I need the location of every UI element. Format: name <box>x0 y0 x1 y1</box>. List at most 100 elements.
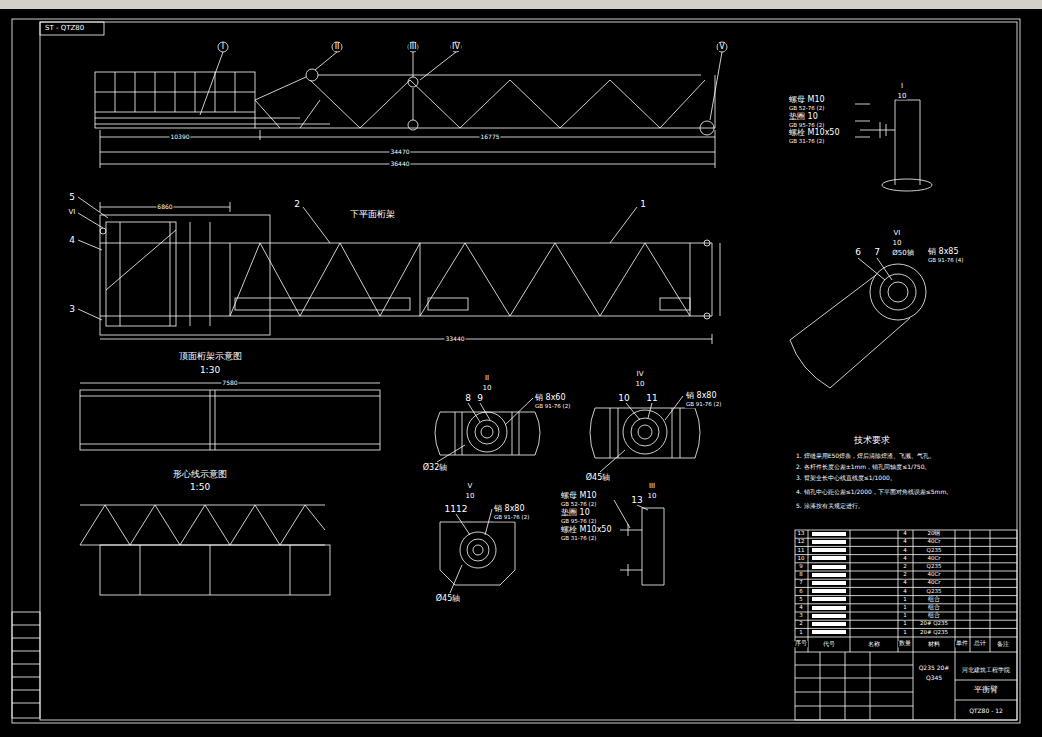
drawing-label: 1 <box>902 597 908 603</box>
drawing-label: 数量 <box>898 641 912 647</box>
drawing-label: 销 8x80 <box>685 392 718 400</box>
drawing-label: 2 <box>902 572 908 578</box>
drawing-label: 11 <box>645 394 658 403</box>
drawing-label: 螺母 M10 <box>788 96 826 104</box>
drawing-label: 螺栓 M10x50 <box>788 129 841 137</box>
drawing-label: GB 31-76 (2) <box>788 139 825 145</box>
drawing-label: 1 <box>902 605 908 611</box>
drawing-label: ST - QTZ80 <box>44 25 85 32</box>
drawing-label: 总计 <box>973 641 987 647</box>
drawing-label: 1 <box>639 200 647 209</box>
drawing-label: 4 <box>902 548 908 554</box>
drawing-label: V <box>718 43 725 51</box>
drawing-label: 代号 <box>822 641 836 647</box>
drawing-label: 平衡臂 <box>973 686 999 694</box>
drawing-label: 名称 <box>867 641 881 647</box>
drawing-label: 20# Q235 <box>919 622 949 628</box>
drawing-label: 顶面桁架示意图 <box>178 352 243 361</box>
drawing-label: 10390 <box>169 134 190 140</box>
drawing-label: II <box>334 43 341 51</box>
drawing-label: 13 <box>797 531 806 537</box>
drawing-label: I <box>900 83 904 90</box>
drawing-label: 3 <box>798 613 804 619</box>
drawing-label: 4 <box>68 236 76 245</box>
drawing-label: 1 <box>902 630 908 636</box>
drawing-label: 16775 <box>479 134 500 140</box>
drawing-label: 20钢 <box>927 531 942 537</box>
drawing-label: 9 <box>798 564 804 570</box>
drawing-label: Q235 20# <box>918 665 951 671</box>
drawing-label: 单件 <box>955 641 969 647</box>
drawing-label: GB 91-76 (2) <box>685 402 722 408</box>
drawing-label: 33440 <box>444 336 465 342</box>
drawing-label: 2 <box>293 200 301 209</box>
drawing-label: 3 <box>68 305 76 314</box>
drawing-label: 5. 涂漆按有关规定进行。 <box>795 503 1015 509</box>
drawing-label: 垫圈 10 <box>788 113 819 121</box>
drawing-label: 3. 臂架全长中心线直线度≤1/1000。 <box>795 475 1015 481</box>
drawing-label: 1. 焊缝采用E50焊条，焊后清除焊渣、飞溅、气孔。 <box>795 453 1015 459</box>
drawing-label: 1 <box>902 613 908 619</box>
drawing-label: Q235 <box>926 564 943 570</box>
drawing-label: 4. 销孔中心距公差≤1/2000，下平面对角线误差≤5mm。 <box>795 489 1015 495</box>
drawing-label: 10 <box>897 93 908 100</box>
drawing-label: 40Cr <box>926 556 941 562</box>
drawing-label: 34470 <box>389 149 410 155</box>
drawing-label: 40Cr <box>926 572 941 578</box>
drawing-label: Q345 <box>925 675 943 681</box>
drawing-label: 4 <box>902 540 908 546</box>
drawing-label: GB 95-76 (2) <box>788 123 825 129</box>
drawing-label: 备注 <box>996 641 1010 647</box>
drawing-label: 1:30 <box>199 366 221 375</box>
drawing-label: 6 <box>798 589 804 595</box>
drawing-label: IV <box>451 43 461 51</box>
drawing-label: Ø45轴 <box>435 595 461 603</box>
drawing-label: 10 <box>892 240 903 247</box>
drawing-label: 1:50 <box>189 483 211 492</box>
drawing-label: 8 <box>464 394 472 403</box>
drawing-label: 20# Q235 <box>919 630 949 636</box>
drawing-label: 5 <box>798 597 804 603</box>
drawing-label: 9 <box>476 394 484 403</box>
drawing-label: 销 8x80 <box>493 505 526 513</box>
drawing-label: II <box>484 375 490 382</box>
drawing-label: 10 <box>617 394 630 403</box>
drawing-label: 销 8x60 <box>534 394 567 402</box>
drawing-label: 6 <box>854 248 862 257</box>
drawing-label: 4 <box>902 556 908 562</box>
drawing-label: 1112 <box>444 505 469 514</box>
drawing-label: Q235 <box>926 589 943 595</box>
drawing-label: 1 <box>798 630 804 636</box>
drawing-label: 材料 <box>927 641 941 647</box>
drawing-label: VI <box>893 230 902 237</box>
drawing-label: 10 <box>482 385 493 392</box>
drawing-label: GB 91-76 (4) <box>927 258 964 264</box>
drawing-label: 10 <box>647 493 658 500</box>
drawing-label: 40Cr <box>926 540 941 546</box>
drawing-label: III <box>648 483 656 490</box>
drawing-label: Q235 <box>926 548 943 554</box>
drawing-label: I <box>221 43 225 51</box>
drawing-label: Ø32轴 <box>422 464 448 472</box>
drawing-label: 组合 <box>927 605 941 611</box>
drawing-label: 7 <box>798 581 804 587</box>
drawing-label: 5 <box>68 193 76 202</box>
drawing-label: GB 31-76 (2) <box>560 536 597 542</box>
drawing-label: 河北建筑工程学院 <box>961 667 1011 673</box>
drawing-label: 8 <box>798 572 804 578</box>
drawing-label: 7 <box>873 248 881 257</box>
drawing-label: 2 <box>902 564 908 570</box>
drawing-label: 2 <box>798 622 804 628</box>
drawing-label: GB 95-76 (2) <box>560 519 597 525</box>
drawing-label: VI <box>68 209 77 216</box>
drawing-label: 螺栓 M10x50 <box>560 526 613 534</box>
drawing-label: 下平面桁架 <box>349 210 396 219</box>
drawing-label: 形心线示意图 <box>172 470 228 479</box>
drawing-label: Ø50轴 <box>891 250 914 257</box>
drawing-label: 4 <box>902 581 908 587</box>
drawing-label: 4 <box>902 589 908 595</box>
drawing-label: GB 91-76 (2) <box>493 515 530 521</box>
drawing-label: 12 <box>797 540 806 546</box>
